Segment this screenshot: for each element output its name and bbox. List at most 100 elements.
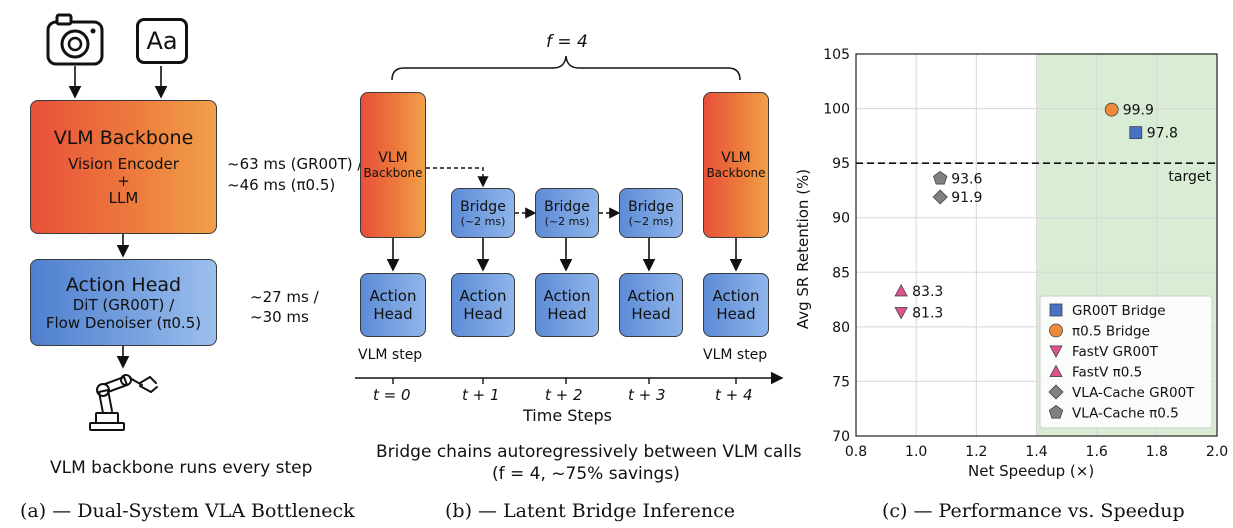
data-label: 81.3 bbox=[912, 306, 943, 322]
bridge-time-t2: (~2 ms) bbox=[544, 214, 590, 228]
y-tick-label: 95 bbox=[832, 156, 850, 172]
bridge-label-t2: Bridge bbox=[544, 198, 590, 215]
action-head-block-t3: Action Head bbox=[619, 273, 683, 337]
tick-t1: t + 1 bbox=[462, 386, 500, 404]
panel-a-caption: (a) — Dual-System VLA Bottleneck bbox=[20, 500, 355, 522]
legend-marker bbox=[1049, 303, 1063, 317]
action-head-block: Action Head DiT (GR00T) / Flow Denoiser … bbox=[30, 259, 217, 346]
vlm-label-t0: VLM bbox=[378, 150, 408, 166]
data-label: 93.6 bbox=[951, 171, 982, 187]
action-label-t1: Action bbox=[459, 287, 507, 305]
panel-c-caption: (c) — Performance vs. Speedup bbox=[882, 500, 1185, 522]
text-input-icon: Aa bbox=[136, 18, 188, 64]
chart-xlabel: Net Speedup (×) bbox=[968, 462, 1095, 480]
bridge-time-t1: (~2 ms) bbox=[460, 214, 506, 228]
data-label: 83.3 bbox=[912, 284, 943, 300]
action-label-t0: Action bbox=[369, 287, 417, 305]
legend-label: GR00T Bridge bbox=[1072, 303, 1166, 319]
panel-a-bottom-text: VLM backbone runs every step bbox=[50, 458, 313, 478]
data-point bbox=[894, 307, 908, 320]
time-steps-label: Time Steps bbox=[523, 406, 613, 425]
panel-b-desc-line2: (f = 4, ~75% savings) bbox=[492, 464, 680, 484]
vlm-backbone-title: VLM Backbone bbox=[53, 127, 194, 149]
bridge-block-t1: Bridge (~2 ms) bbox=[451, 188, 515, 238]
x-tick-label: 1.8 bbox=[1146, 444, 1168, 460]
panel-b-desc-line1: Bridge chains autoregressively between V… bbox=[376, 442, 802, 462]
panel-b-caption: (b) — Latent Bridge Inference bbox=[445, 500, 736, 522]
action-label-t3: Action bbox=[627, 287, 675, 305]
vlm-step-label-right: VLM step bbox=[703, 347, 768, 363]
tick-t4: t + 4 bbox=[715, 386, 753, 404]
action-head-title: Action Head bbox=[65, 273, 182, 296]
dit-label: DiT (GR00T) / bbox=[72, 295, 175, 314]
f-label: f = 4 bbox=[546, 32, 588, 52]
plus-label: + bbox=[117, 172, 130, 190]
action-label-t4: Action bbox=[712, 287, 760, 305]
head-label-t0: Head bbox=[373, 305, 413, 323]
action-head-block-t2: Action Head bbox=[535, 273, 599, 337]
data-label: 97.8 bbox=[1147, 126, 1178, 142]
x-tick-label: 1.0 bbox=[905, 444, 927, 460]
legend-label: π0.5 Bridge bbox=[1072, 324, 1150, 340]
y-tick-label: 75 bbox=[832, 374, 850, 390]
data-point bbox=[1129, 126, 1143, 139]
bridge-label-t1: Bridge bbox=[460, 198, 506, 215]
vlm-backbone-block-t0: VLM Backbone bbox=[360, 92, 426, 238]
y-tick-label: 70 bbox=[832, 429, 850, 445]
data-point bbox=[1104, 102, 1119, 117]
bridge-time-t3: (~2 ms) bbox=[628, 214, 674, 228]
bridge-block-t3: Bridge (~2 ms) bbox=[619, 188, 683, 238]
data-label: 91.9 bbox=[951, 190, 982, 206]
bridge-label-t3: Bridge bbox=[628, 198, 674, 215]
action-head-block-t1: Action Head bbox=[451, 273, 515, 337]
chart-ylabel: Avg SR Retention (%) bbox=[794, 168, 812, 330]
legend-label: VLA-Cache GR00T bbox=[1072, 385, 1195, 401]
legend-marker bbox=[1048, 384, 1064, 400]
x-tick-label: 1.2 bbox=[965, 444, 987, 460]
backbone-label-t0: Backbone bbox=[363, 166, 423, 180]
legend-marker bbox=[1048, 405, 1064, 419]
head-label-t1: Head bbox=[463, 305, 503, 323]
data-point bbox=[894, 283, 908, 297]
head-label-t3: Head bbox=[631, 305, 671, 323]
y-tick-label: 85 bbox=[832, 265, 850, 281]
bridge-block-t2: Bridge (~2 ms) bbox=[535, 188, 599, 238]
plot-frame bbox=[855, 53, 1218, 437]
legend-label: VLA-Cache π0.5 bbox=[1072, 406, 1179, 422]
vlm-timing-line1: ~63 ms (GR00T) / bbox=[227, 155, 363, 173]
flow-denoiser-label: Flow Denoiser (π0.5) bbox=[45, 313, 202, 332]
x-tick-label: 2.0 bbox=[1206, 444, 1228, 460]
vlm-step-label-left: VLM step bbox=[358, 347, 423, 363]
x-tick-label: 1.6 bbox=[1086, 444, 1108, 460]
vlm-timing-line2: ~46 ms (π0.5) bbox=[227, 176, 336, 194]
head-label-t4: Head bbox=[716, 305, 756, 323]
vision-encoder-label: Vision Encoder bbox=[68, 155, 179, 173]
tick-t0: t = 0 bbox=[373, 386, 411, 404]
llm-label: LLM bbox=[108, 189, 139, 207]
vlm-label-t4: VLM bbox=[721, 150, 751, 166]
vlm-backbone-block-t4: VLM Backbone bbox=[703, 92, 769, 238]
text-icon-label: Aa bbox=[146, 27, 178, 55]
x-tick-label: 1.4 bbox=[1025, 444, 1047, 460]
tick-t3: t + 3 bbox=[628, 386, 666, 404]
y-tick-label: 90 bbox=[832, 211, 850, 227]
data-label: 99.9 bbox=[1123, 103, 1154, 119]
target-label: target bbox=[1168, 169, 1211, 185]
f-brace bbox=[391, 55, 741, 81]
action-label-t2: Action bbox=[543, 287, 591, 305]
head-label-t2: Head bbox=[547, 305, 587, 323]
legend-marker bbox=[1049, 323, 1063, 338]
data-point bbox=[933, 170, 948, 185]
legend-label: FastV GR00T bbox=[1072, 344, 1159, 360]
y-tick-label: 100 bbox=[823, 102, 850, 118]
action-head-block-t0: Action Head bbox=[360, 273, 426, 337]
backbone-label-t4: Backbone bbox=[706, 166, 766, 180]
legend-marker bbox=[1049, 345, 1063, 358]
y-tick-label: 105 bbox=[823, 47, 850, 63]
action-head-block-t4: Action Head bbox=[703, 273, 769, 337]
